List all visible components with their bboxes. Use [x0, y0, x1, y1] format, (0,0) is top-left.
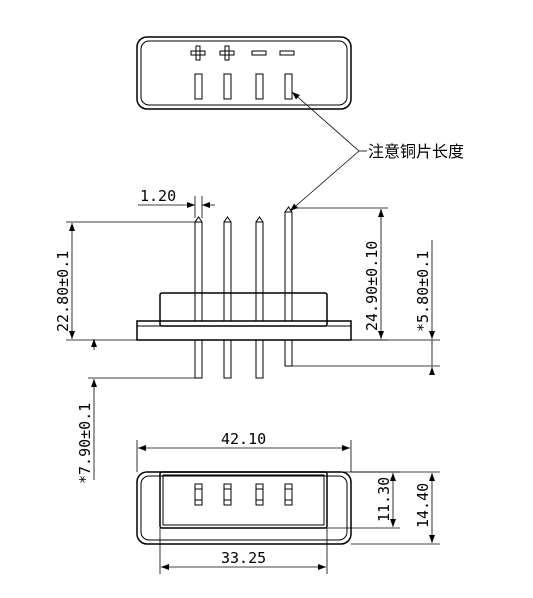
plus-sign-icon	[190, 45, 206, 61]
bottom-view: 42.10 33.25 11.30 14.40	[136, 430, 440, 574]
bottom-view-recess-inner	[162, 474, 325, 526]
pin	[223, 339, 232, 379]
top-view-outer-body	[136, 36, 352, 110]
bottom-view-recess	[159, 471, 328, 529]
minus-sign-icon	[251, 50, 267, 56]
top-view	[136, 36, 352, 110]
pin-slot	[284, 483, 293, 506]
pin-slot	[284, 73, 293, 100]
pin-slot	[194, 73, 203, 100]
plus-sign-icon	[219, 45, 235, 61]
bottom-view-outer-body-inner	[140, 475, 348, 541]
pin-slot	[223, 73, 232, 100]
pin	[284, 211, 293, 322]
dim-inner-height: 11.30	[375, 477, 393, 522]
pin	[194, 339, 203, 379]
bottom-view-outer-body	[136, 471, 352, 545]
minus-sign-icon	[279, 50, 295, 56]
pin-slot	[255, 73, 264, 100]
dim-bottom-pin: *7.90±0.1	[76, 403, 94, 484]
pin	[223, 221, 232, 322]
pin	[284, 339, 293, 367]
side-view-flange	[136, 320, 352, 341]
side-view: 1.20 22.80±0.1 24.90±0.10 *5.80±0.1 *7.9…	[54, 187, 440, 484]
dim-pin-length: 24.90±0.10	[363, 241, 381, 331]
dim-left-height: 22.80±0.1	[54, 251, 72, 332]
dim-outer-height: 14.40	[414, 483, 432, 528]
dim-body-height: *5.80±0.1	[414, 251, 432, 332]
dim-inner-width: 33.25	[221, 549, 266, 567]
pin-slot	[194, 483, 203, 506]
top-view-inner-body	[140, 40, 348, 106]
pin	[255, 339, 264, 379]
pin	[194, 221, 203, 322]
pin	[255, 221, 264, 322]
note-callout: 注意铜片长度	[289, 91, 464, 212]
pin-slot	[255, 483, 264, 506]
pin-slot	[223, 483, 232, 506]
note-text: 注意铜片长度	[368, 142, 464, 161]
dim-pin-width: 1.20	[140, 187, 176, 205]
dim-outer-width: 42.10	[221, 430, 266, 448]
